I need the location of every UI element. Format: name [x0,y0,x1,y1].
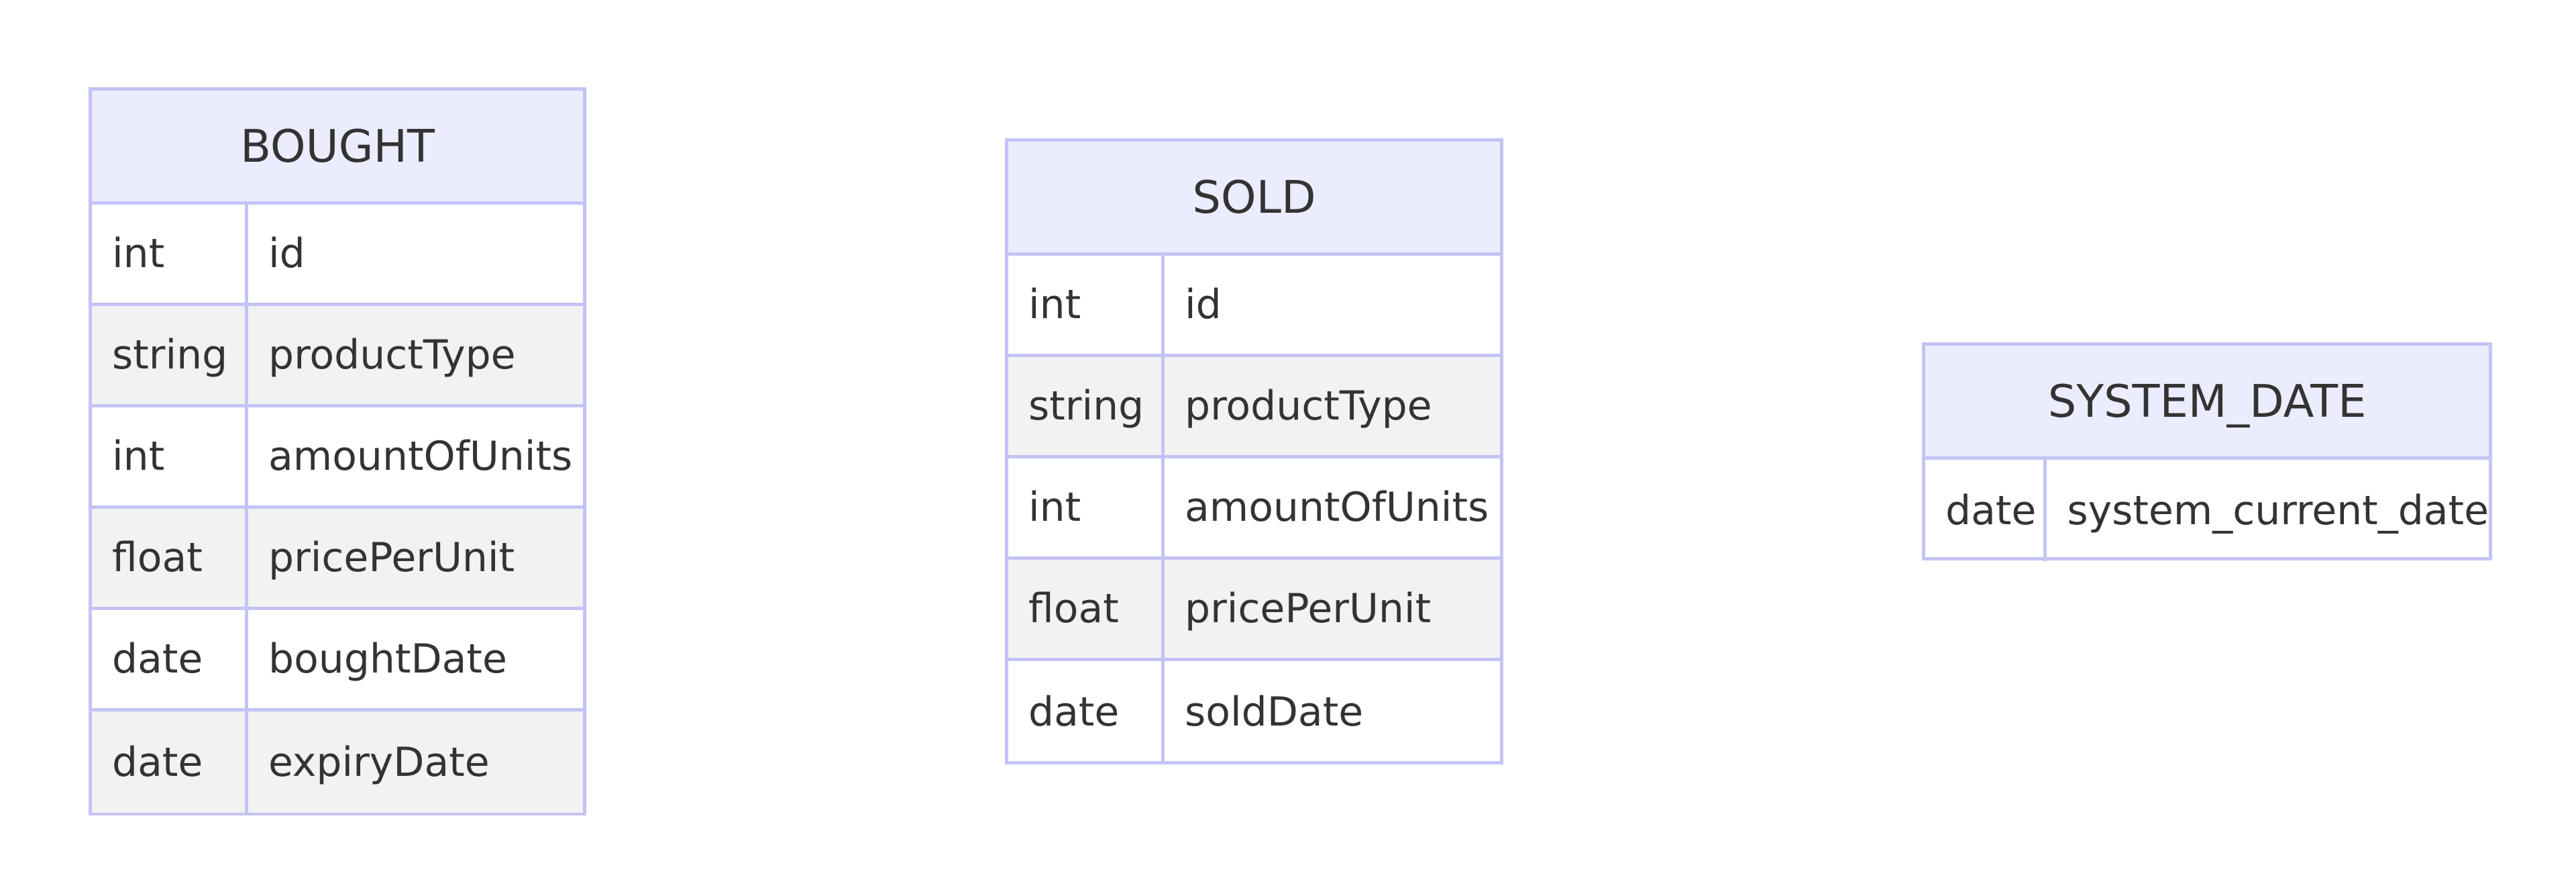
attribute-type: string [1008,357,1165,455]
attribute-name: pricePerUnit [1185,585,1432,632]
attribute-row: float pricePerUnit [92,509,583,610]
entity-title: BOUGHT [92,91,583,205]
attribute-row: int id [1008,256,1500,357]
attribute-row: string productType [1008,357,1500,458]
attribute-row: int amountOfUnits [1008,458,1500,560]
attribute-row: date system_current_date [1925,460,2489,561]
attribute-type: string [92,306,248,404]
attribute-name: id [268,230,305,277]
attribute-name: productType [268,332,516,379]
attribute-type: int [92,205,248,303]
attribute-type: date [1925,460,2047,561]
attribute-row: string productType [92,306,583,407]
attribute-row: date expiryDate [92,711,583,813]
attribute-row: int id [92,205,583,306]
attribute-name: boughtDate [268,636,507,683]
attribute-name: productType [1185,383,1432,430]
attribute-type: int [92,407,248,505]
entity-sold: SOLD int id string productType int amoun… [1005,138,1503,764]
attribute-type: float [1008,560,1165,658]
attribute-type: int [1008,458,1165,556]
entity-bought: BOUGHT int id string productType int amo… [89,87,586,815]
attribute-name: expiryDate [268,738,490,786]
attribute-name: pricePerUnit [268,534,515,581]
attribute-type: date [92,711,248,813]
attribute-row: date soldDate [1008,661,1500,762]
attribute-name: system_current_date [2067,487,2489,534]
attribute-type: int [1008,256,1165,354]
attribute-name: amountOfUnits [268,433,573,480]
attribute-type: date [1008,661,1165,762]
attribute-row: float pricePerUnit [1008,560,1500,661]
attribute-name: soldDate [1185,688,1364,736]
attribute-type: float [92,509,248,607]
attribute-type: date [92,610,248,708]
entity-title: SYSTEM_DATE [1925,346,2489,460]
attribute-row: int amountOfUnits [92,407,583,509]
attribute-name: amountOfUnits [1185,484,1489,531]
attribute-name: id [1185,281,1222,328]
entity-title: SOLD [1008,142,1500,256]
entity-system-date: SYSTEM_DATE date system_current_date [1922,342,2492,561]
attribute-row: date boughtDate [92,610,583,711]
